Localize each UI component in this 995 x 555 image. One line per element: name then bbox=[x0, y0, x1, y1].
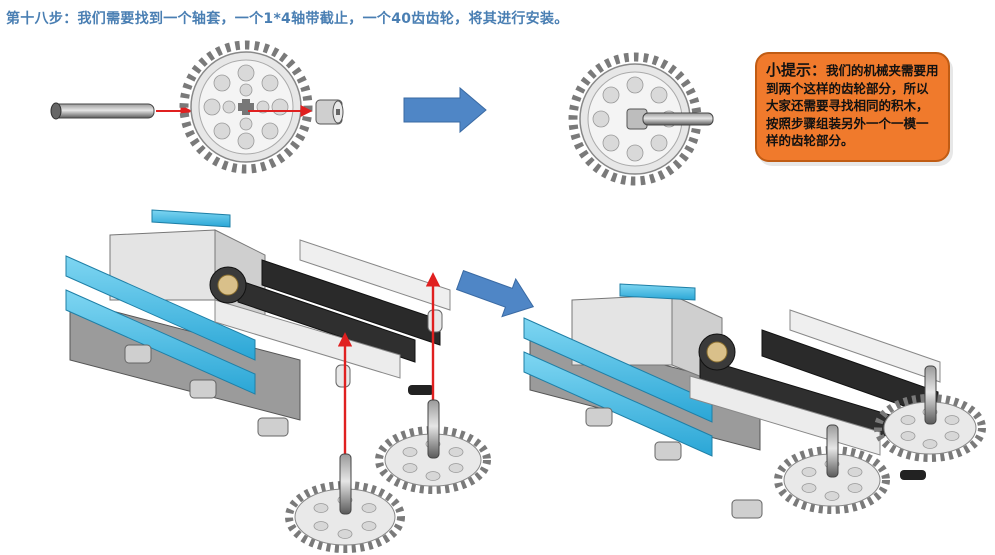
assembled-gear-with-axle bbox=[568, 52, 714, 186]
gripper-assembly-after bbox=[523, 283, 941, 519]
installed-gear-left bbox=[774, 424, 890, 514]
gripper-assembly-before bbox=[65, 209, 451, 437]
bushing-icon bbox=[315, 99, 344, 125]
tip-body: 我们的机械夹需要用到两个这样的齿轮部分，所以大家还需要寻找相同的积木，按照步骤组… bbox=[766, 63, 939, 148]
tip-heading: 小提示： bbox=[766, 61, 827, 79]
axle-1x4-with-stop bbox=[50, 102, 155, 120]
gear-subassembly-left bbox=[285, 453, 405, 553]
gear-subassembly-right bbox=[375, 399, 491, 494]
gear-40-icon bbox=[179, 40, 313, 174]
flow-arrow-icon bbox=[403, 86, 487, 134]
installed-gear-right bbox=[874, 365, 986, 462]
step-title: 第十八步：我们需要找到一个轴套，一个1*4轴带截止，一个40齿齿轮，将其进行安装… bbox=[6, 11, 569, 27]
flow-arrow-icon bbox=[455, 269, 535, 318]
tip-box: 小提示：我们的机械夹需要用到两个这样的齿轮部分，所以大家还需要寻找相同的积木，按… bbox=[755, 52, 950, 162]
